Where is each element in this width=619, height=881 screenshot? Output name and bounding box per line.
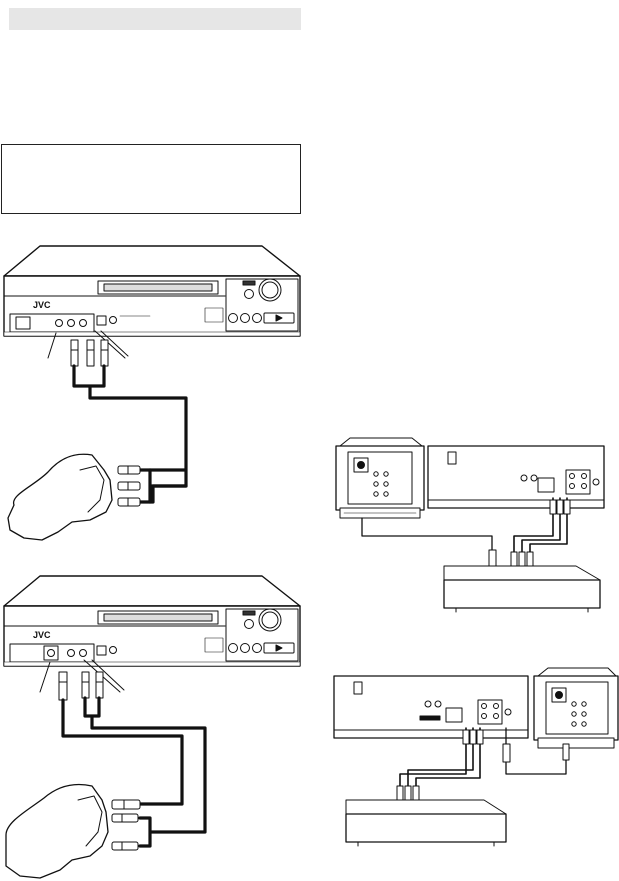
camcorder-bottom xyxy=(5,783,109,879)
av-plugs-top xyxy=(70,339,109,367)
vcr-rear-top xyxy=(427,445,605,509)
coax-cable-right-top xyxy=(361,517,493,553)
vcr-rear-bottom xyxy=(333,675,529,739)
external-device-top xyxy=(443,565,601,613)
play-icon xyxy=(275,314,283,322)
av-cable-bottom xyxy=(83,696,207,848)
svideo-cable-bottom xyxy=(61,698,184,806)
vcr-unit-top xyxy=(3,245,301,337)
vcr-unit-bottom xyxy=(3,575,301,667)
av-plugs-camcorder-bottom xyxy=(111,799,141,851)
vcr-bottom-logo: JVC xyxy=(33,630,51,640)
tv-rear-top xyxy=(335,437,425,519)
play-icon xyxy=(275,644,283,652)
tv-rear-bottom xyxy=(533,667,619,749)
av-cable-top xyxy=(72,364,188,504)
av-plugs-camcorder-top xyxy=(117,465,141,507)
camcorder-top xyxy=(7,453,113,541)
section-header-bar xyxy=(9,8,301,30)
external-device-bottom xyxy=(345,799,507,847)
av-plugs-bottom xyxy=(58,671,104,701)
note-box xyxy=(1,144,301,214)
vcr-top-logo: JVC xyxy=(33,300,51,310)
